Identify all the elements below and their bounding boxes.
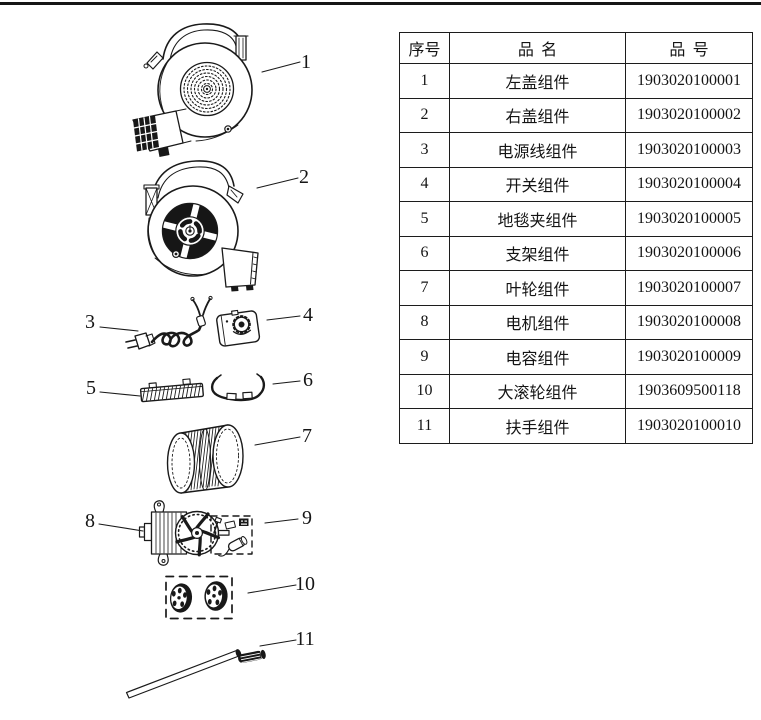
table-row: 4 开关组件 1903020100004 [399,166,753,202]
leader-5 [99,391,141,397]
leader-2 [256,177,299,189]
table-row: 10 大滚轮组件 1903609500118 [399,373,753,409]
leader-10 [247,584,297,594]
table-row: 6 支架组件 1903020100006 [399,235,753,271]
parts-table-header: 序号 品名 品号 [399,32,753,64]
exploded-parts-diagram [98,23,301,699]
cell-name: 地毯夹组件 [449,201,626,237]
cell-no: 3 [399,132,450,168]
cell-name: 开关组件 [449,166,626,202]
header-row: 序号 品名 品号 [399,32,753,64]
cell-no: 7 [399,270,450,306]
callout-6: 6 [303,369,313,391]
cell-name: 扶手组件 [449,408,626,444]
part-6-bracket-drawing [210,373,266,402]
cell-name: 电源线组件 [449,132,626,168]
cell-code: 1903609500118 [625,373,753,409]
cell-no: 1 [399,63,450,99]
cell-code: 1903020100006 [625,235,753,271]
part-2-right-cover-drawing [143,160,259,292]
part-11-handle-drawing [125,649,266,699]
leader-7 [254,436,301,446]
callout-11: 11 [295,628,315,650]
cell-name: 叶轮组件 [449,270,626,306]
callout-1: 1 [301,51,311,73]
table-row: 9 电容组件 1903020100009 [399,339,753,375]
top-border-line [0,2,761,5]
parts-table-body: 1 左盖组件 1903020100001 2 右盖组件 190302010000… [399,63,753,444]
cell-no: 9 [399,339,450,375]
cell-no: 8 [399,304,450,340]
table-row: 1 左盖组件 1903020100001 [399,63,753,99]
cell-name: 电机组件 [449,304,626,340]
parts-table: 序号 品名 品号 1 左盖组件 1903020100001 2 右盖组件 190… [399,32,753,444]
cell-code: 1903020100008 [625,304,753,340]
callout-4: 4 [303,304,313,326]
cell-no: 6 [399,235,450,271]
cell-no: 4 [399,166,450,202]
leader-8 [98,523,144,532]
cell-no: 2 [399,97,450,133]
table-row: 7 叶轮组件 1903020100007 [399,270,753,306]
table-row: 2 右盖组件 1903020100002 [399,97,753,133]
cell-name: 大滚轮组件 [449,373,626,409]
cell-code: 1903020100010 [625,408,753,444]
cell-code: 1903020100001 [625,63,753,99]
header-code: 品号 [625,32,753,64]
cell-no: 10 [399,373,450,409]
callout-3: 3 [85,311,95,333]
leader-lines [98,61,301,647]
part-3-power-cord-drawing [125,295,213,350]
table-row: 11 扶手组件 1903020100010 [399,408,753,444]
cell-name: 电容组件 [449,339,626,375]
callout-10: 10 [295,573,315,595]
part-5-carpet-clamp-drawing [139,378,204,403]
part-8-motor-drawing [138,500,230,566]
cell-no: 5 [399,201,450,237]
callout-2: 2 [299,166,309,188]
leader-4 [266,315,301,321]
cell-code: 1903020100003 [625,132,753,168]
leader-3 [99,326,139,332]
cell-code: 1903020100009 [625,339,753,375]
cell-code: 1903020100004 [625,166,753,202]
table-row: 3 电源线组件 1903020100003 [399,132,753,168]
leader-1 [261,61,301,73]
leader-9 [264,518,299,524]
part-10-rollers-drawing [165,575,233,620]
part-7-impeller-drawing [166,424,244,494]
part-9-capacitor-drawing [210,515,253,557]
cell-name: 左盖组件 [449,63,626,99]
cell-name: 支架组件 [449,235,626,271]
callout-8: 8 [85,510,95,532]
callout-9: 9 [302,507,312,529]
cell-name: 右盖组件 [449,97,626,133]
cell-code: 1903020100005 [625,201,753,237]
cell-no: 11 [399,408,450,444]
part-4-switch-drawing [216,309,261,347]
leader-6 [272,380,301,385]
callout-5: 5 [86,377,96,399]
part-1-left-cover-drawing [132,23,253,157]
table-row: 8 电机组件 1903020100008 [399,304,753,340]
cell-code: 1903020100007 [625,270,753,306]
leader-11 [259,639,297,647]
callout-7: 7 [302,425,312,447]
table-row: 5 地毯夹组件 1903020100005 [399,201,753,237]
header-no: 序号 [399,32,450,64]
header-name: 品名 [449,32,626,64]
cell-code: 1903020100002 [625,97,753,133]
